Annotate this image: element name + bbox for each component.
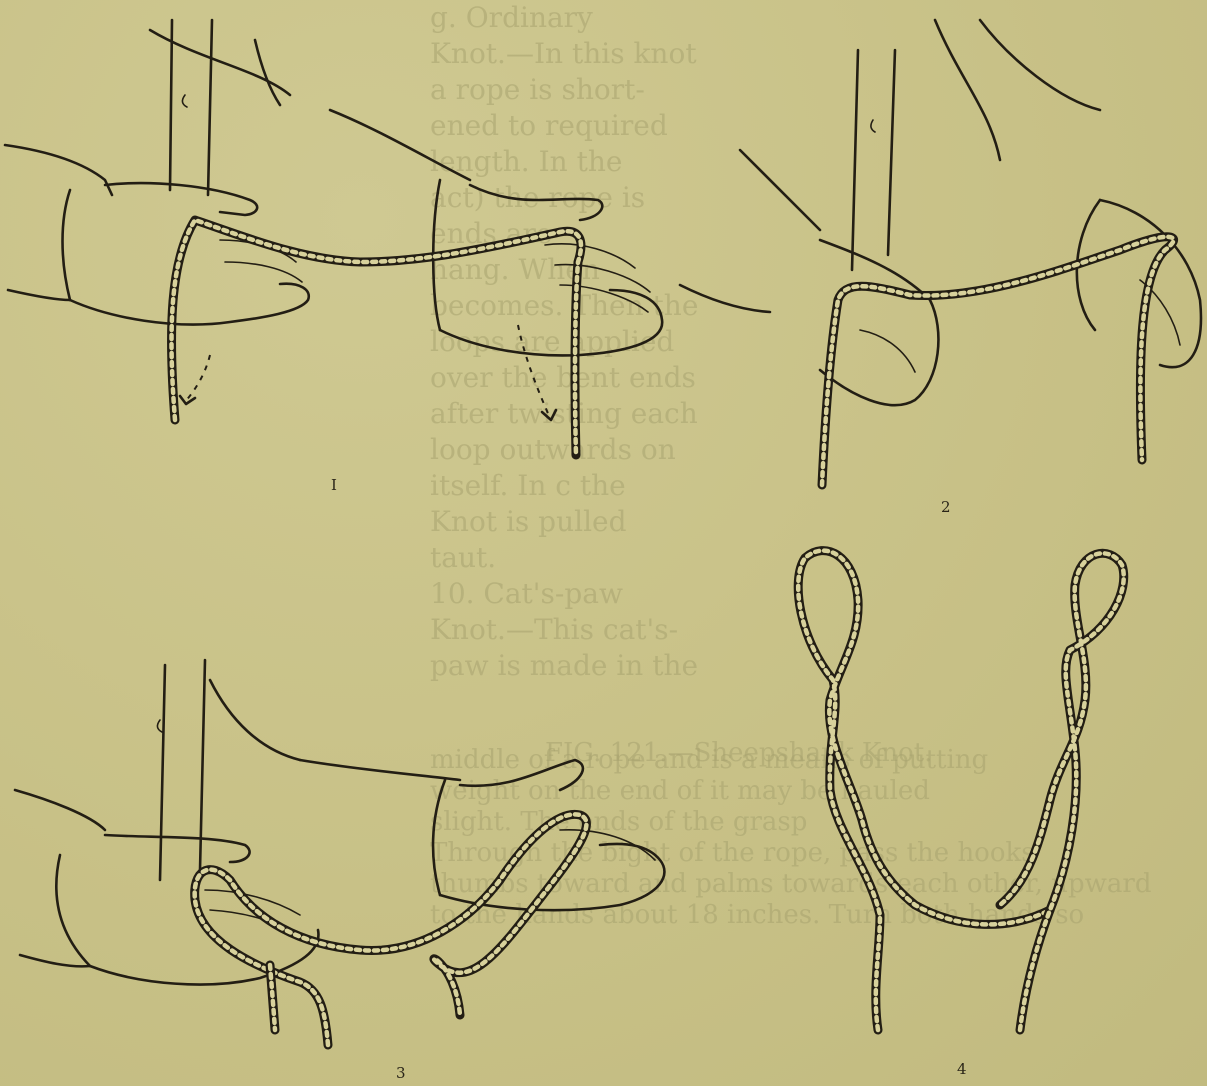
panel-3-drawing bbox=[15, 660, 664, 1045]
panel-label-4: 4 bbox=[957, 1060, 967, 1078]
panel-label-2: 2 bbox=[941, 498, 951, 516]
panel-1-drawing bbox=[5, 20, 662, 455]
panel-4-drawing bbox=[798, 551, 1124, 1030]
panel-label-3: 3 bbox=[396, 1064, 406, 1082]
panel-label-1: I bbox=[331, 476, 337, 494]
panel-2-drawing bbox=[680, 20, 1201, 485]
